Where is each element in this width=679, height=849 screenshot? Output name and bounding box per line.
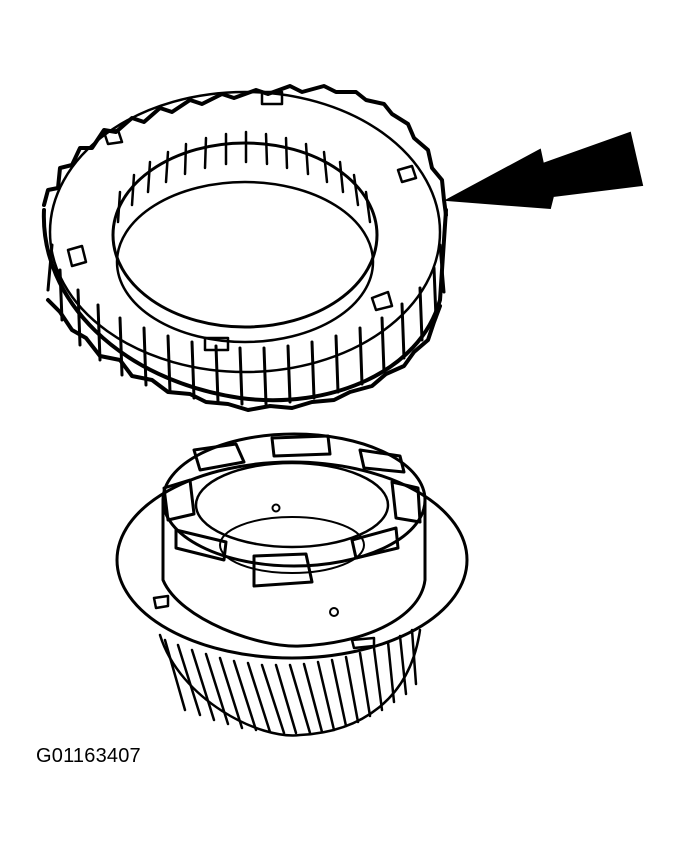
pointer-arrow-icon: [443, 131, 644, 210]
helical-gear-carrier: [115, 432, 469, 737]
figure-caption: G01163407: [36, 745, 141, 767]
toothed-clutch-ring: [41, 84, 448, 412]
